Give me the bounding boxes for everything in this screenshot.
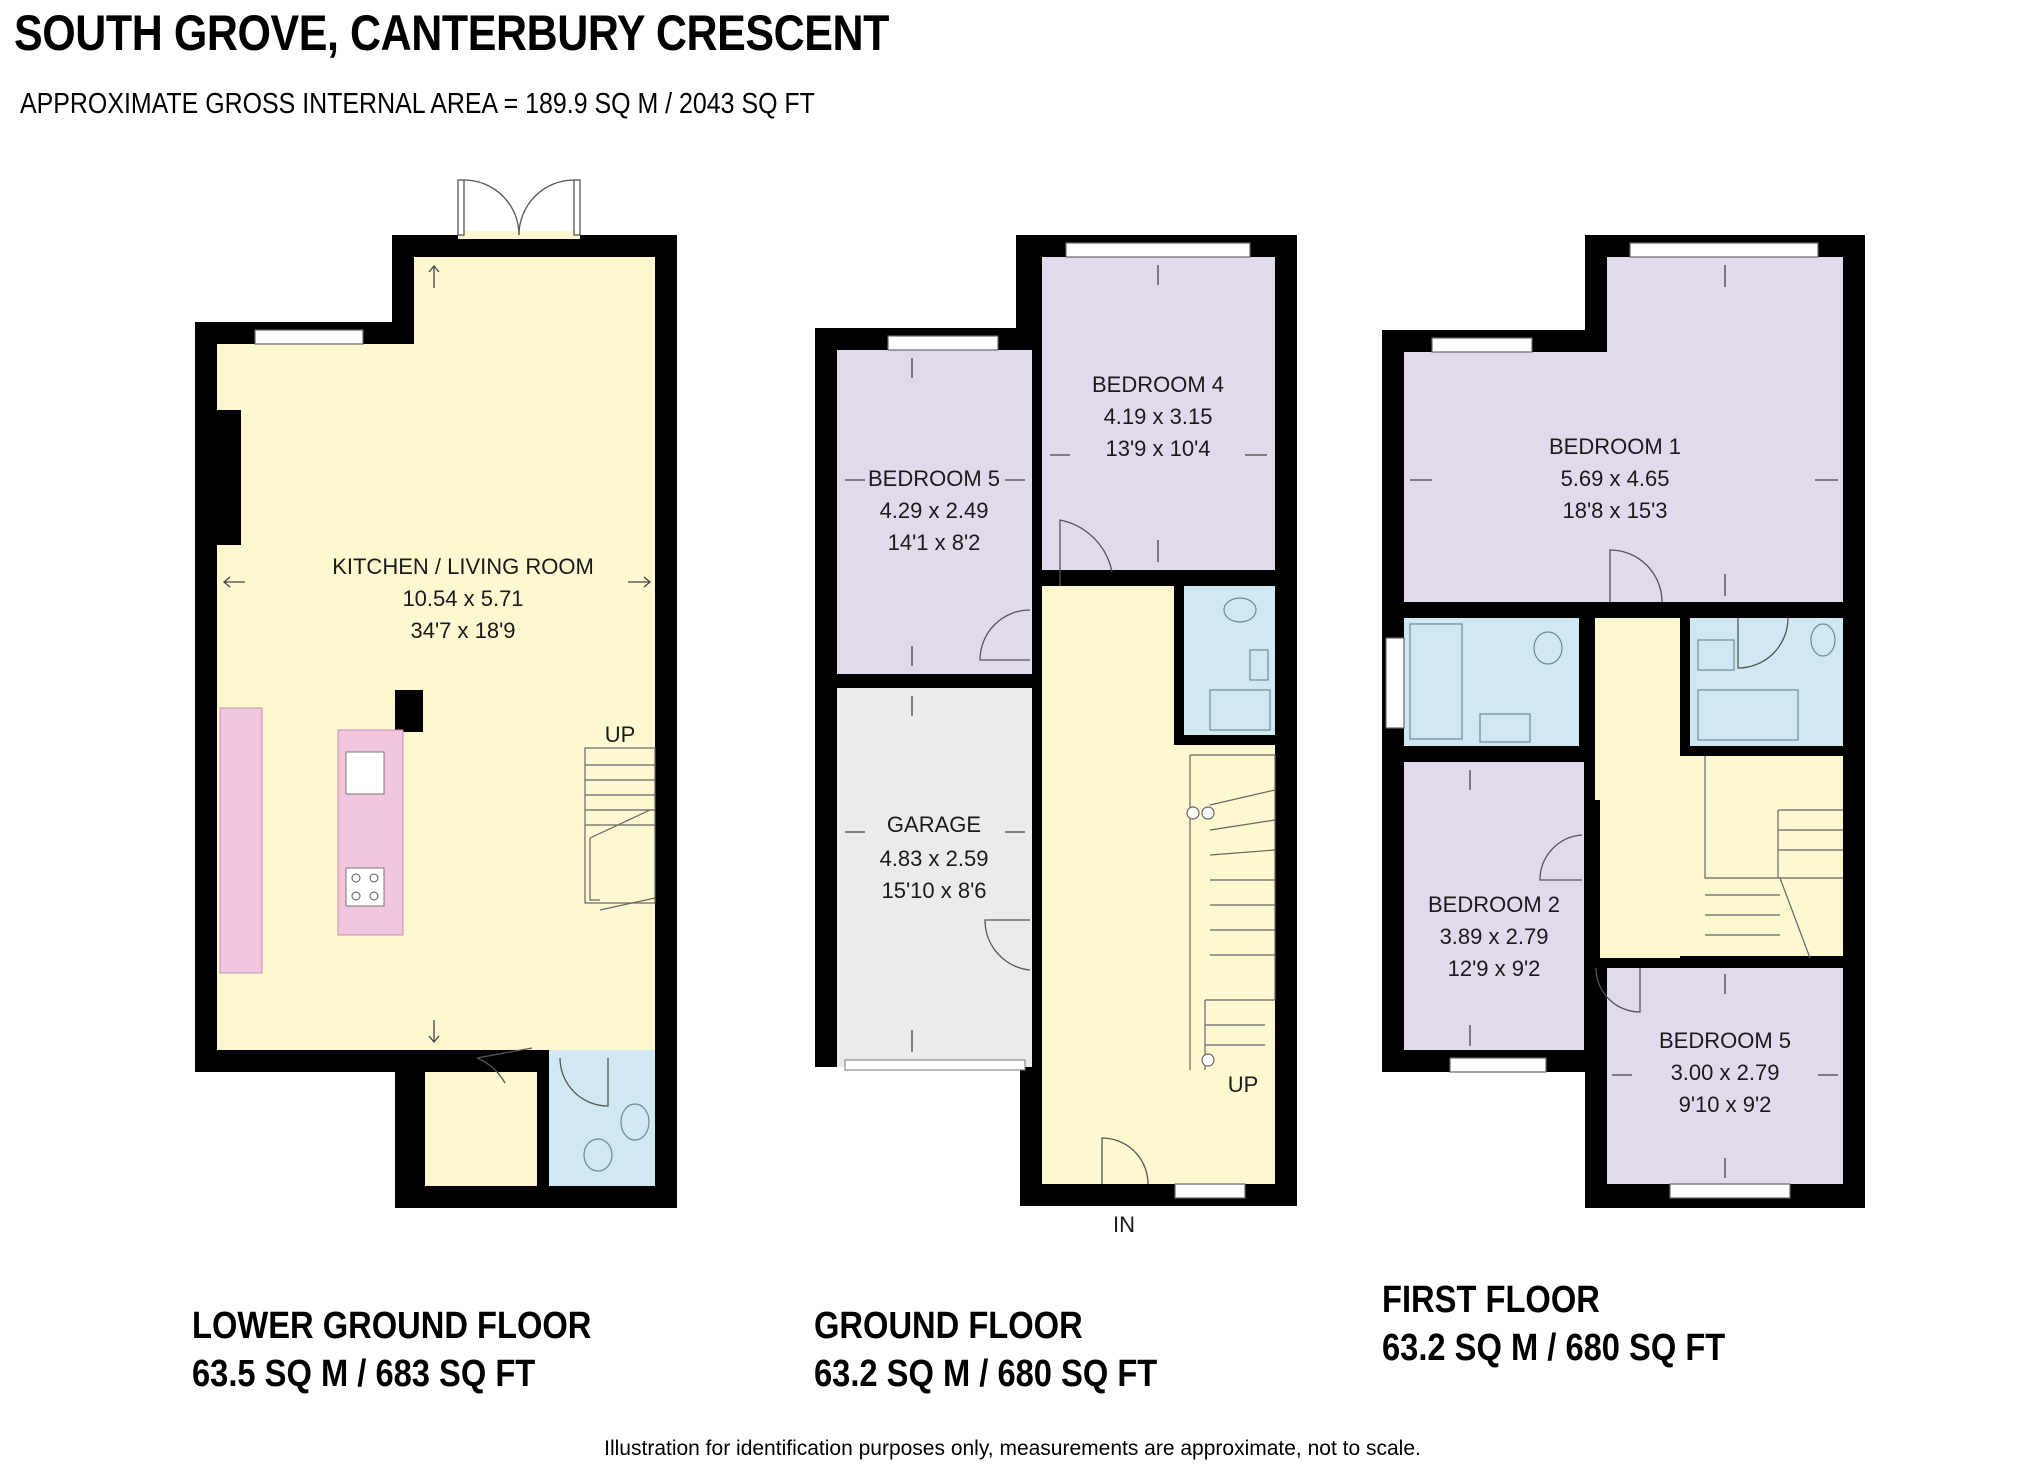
lower-ground-floor-area: 63.5 SQ M / 683 SQ FT (192, 1353, 536, 1395)
kitchen-worktop (219, 707, 263, 974)
page-title: SOUTH GROVE, CANTERBURY CRESCENT (14, 5, 889, 61)
bedroom-1[interactable] (1404, 257, 1843, 602)
first-floor-name: FIRST FLOOR (1382, 1279, 1600, 1321)
sink-icon (345, 751, 385, 795)
kitchen-living-room[interactable] (217, 257, 655, 1050)
dimension-arrows (1410, 265, 1838, 1178)
first-floor-label: FIRST FLOOR 63.2 SQ M / 680 SQ FT (1382, 1276, 1725, 1372)
bedroom-4-name: BEDROOM 4 (1092, 372, 1224, 397)
first-floor-plan: BEDROOM 1 5.69 x 4.65 18'8 x 15'3 BEDROO… (1382, 235, 1865, 1208)
first-bedroom-5-name: BEDROOM 5 (1659, 1028, 1791, 1053)
ground-floor-area: 63.2 SQ M / 680 SQ FT (814, 1353, 1158, 1395)
lower-ground-floor-name: LOWER GROUND FLOOR (192, 1305, 592, 1347)
garage[interactable] (837, 688, 1032, 1067)
lower-ground-floor-plan: KITCHEN / LIVING ROOM 10.54 x 5.71 34'7 … (195, 179, 677, 1208)
garage-imperial: 15'10 x 8'6 (881, 878, 986, 903)
bedroom-1-metric: 5.69 x 4.65 (1561, 466, 1670, 491)
first-bedroom-5-imperial: 9'10 x 9'2 (1679, 1092, 1772, 1117)
gross-area-subtitle: APPROXIMATE GROSS INTERNAL AREA = 189.9 … (20, 88, 815, 120)
bedroom-4-imperial: 13'9 x 10'4 (1105, 436, 1210, 461)
bedroom-2-name: BEDROOM 2 (1428, 892, 1560, 917)
ground-stairs-label: UP (1228, 1072, 1259, 1097)
lower-stairs-icon (584, 747, 656, 911)
ground-floor-plan: BEDROOM 4 4.19 x 3.15 13'9 x 10'4 BEDROO… (815, 235, 1297, 1237)
landing[interactable] (1595, 618, 1680, 958)
store-room (425, 1072, 537, 1186)
bedroom-1-name: BEDROOM 1 (1549, 434, 1681, 459)
disclaimer-footer: Illustration for identification purposes… (604, 1437, 1421, 1460)
lower-ground-floor-label: LOWER GROUND FLOOR 63.5 SQ M / 683 SQ FT (192, 1302, 591, 1398)
bedroom-2-metric: 3.89 x 2.79 (1440, 924, 1549, 949)
garage-name: GARAGE (887, 812, 981, 837)
bedroom-1-imperial: 18'8 x 15'3 (1562, 498, 1667, 523)
window-icon (254, 329, 364, 345)
ground-floor-label: GROUND FLOOR 63.2 SQ M / 680 SQ FT (814, 1302, 1157, 1398)
window-icon (887, 335, 999, 351)
garage-metric: 4.83 x 2.59 (880, 846, 989, 871)
ground-stairs-icon (1186, 754, 1276, 1070)
ground-floor-name: GROUND FLOOR (814, 1305, 1083, 1347)
door-icon (476, 1047, 533, 1059)
entrance-label: IN (1113, 1212, 1135, 1237)
first-floor-area: 63.2 SQ M / 680 SQ FT (1382, 1327, 1726, 1369)
french-doors-icon (457, 179, 581, 236)
bedroom-4[interactable] (1042, 257, 1275, 570)
bedroom-2[interactable] (1404, 762, 1584, 1050)
window-icon (1629, 242, 1819, 258)
kitchen-living-metric: 10.54 x 5.71 (402, 586, 523, 611)
ground-bedroom-5-name: BEDROOM 5 (868, 466, 1000, 491)
lower-stairs-label: UP (605, 722, 636, 747)
ground-bedroom-5-metric: 4.29 x 2.49 (880, 498, 989, 523)
hob-icon (345, 867, 385, 907)
first-bedroom-5[interactable] (1607, 968, 1843, 1184)
dimension-arrows (845, 265, 1267, 1052)
kitchen-living-imperial: 34'7 x 18'9 (410, 618, 515, 643)
first-stairs-icon (1704, 756, 1843, 959)
kitchen-living-name: KITCHEN / LIVING ROOM (332, 554, 594, 579)
first-bedroom-5-metric: 3.00 x 2.79 (1671, 1060, 1780, 1085)
bedroom-2-imperial: 12'9 x 9'2 (1448, 956, 1541, 981)
dimension-arrows (222, 264, 652, 1044)
bedroom-4-metric: 4.19 x 3.15 (1104, 404, 1213, 429)
ground-bedroom-5-imperial: 14'1 x 8'2 (888, 530, 981, 555)
